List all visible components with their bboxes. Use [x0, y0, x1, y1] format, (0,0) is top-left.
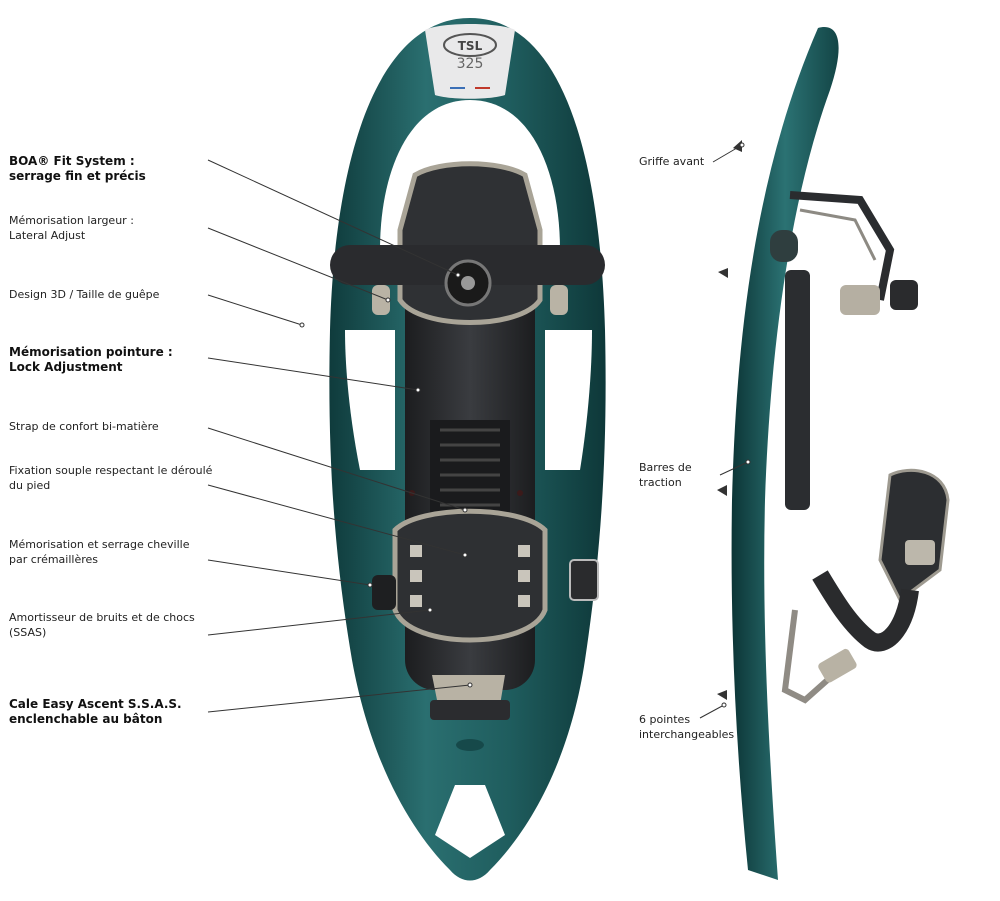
tsl-logo-text: TSL: [458, 39, 483, 53]
callout-amortisseur: Amortisseur de bruits et de chocs (SSAS): [9, 610, 195, 640]
callout-boa-line: BOA® Fit System :: [9, 154, 135, 168]
callout-cale-line: enclenchable au bâton: [9, 712, 163, 726]
callout-lock: Mémorisation pointure :Lock Adjustment: [9, 345, 173, 375]
leader-cale: [207, 684, 471, 713]
callout-barres-line: Barres de: [639, 461, 692, 474]
callout-design3d-line: Design 3D / Taille de guêpe: [9, 288, 160, 301]
callout-barres-line: traction: [639, 476, 682, 489]
heel-binding: [392, 508, 548, 643]
frame-hole-tail: [435, 785, 505, 858]
callout-fixation-line: Fixation souple respectant le déroulé: [9, 464, 213, 477]
side-rail: [785, 270, 810, 510]
callout-boa-line: serrage fin et précis: [9, 169, 146, 183]
model-number: 325: [457, 56, 484, 72]
frame-hole-left: [345, 330, 395, 470]
leader-cheville: [207, 559, 371, 586]
top-view-snowshoe: TSL 325: [329, 18, 606, 881]
callout-fixation-line: du pied: [9, 479, 51, 492]
tail-logo: [456, 739, 484, 751]
callout-cale: Cale Easy Ascent S.S.A.S.enclenchable au…: [9, 697, 182, 727]
callout-lateral-line: Lateral Adjust: [9, 229, 86, 242]
side-frame: [731, 27, 839, 880]
leader-fixation: [207, 484, 466, 556]
leader-griffe: [712, 144, 743, 163]
callout-strap: Strap de confort bi-matière: [9, 419, 159, 434]
leader-pointes-dot: [721, 702, 727, 708]
side-heel-binding: [878, 468, 950, 603]
leader-amortisseur: [207, 609, 431, 636]
frame-hole-right: [545, 330, 592, 470]
callout-boa: BOA® Fit System :serrage fin et précis: [9, 154, 146, 184]
callout-lock-line: Lock Adjustment: [9, 360, 123, 374]
callout-griffe: Griffe avant: [639, 154, 704, 169]
leader-lateral: [207, 227, 389, 301]
leader-strap: [207, 427, 466, 511]
callout-amortisseur-line: Amortisseur de bruits et de chocs: [9, 611, 195, 624]
callout-amortisseur-line: (SSAS): [9, 626, 47, 639]
lateral-adjust-tab: [372, 285, 390, 315]
leader-fixation-dot: [462, 552, 468, 558]
callout-cheville: Mémorisation et serrage cheville par crém…: [9, 537, 189, 567]
callout-lock-line: Mémorisation pointure :: [9, 345, 173, 359]
side-heel-strap: [812, 570, 919, 652]
tsl-logo-oval: [443, 33, 497, 57]
leader-boa-dot: [455, 272, 461, 278]
callout-pointes: 6 pointes interchangeables: [639, 712, 734, 742]
side-view-snowshoe: [717, 27, 950, 880]
leader-cheville-dot: [367, 582, 373, 588]
side-front-binding: [789, 191, 895, 301]
callout-strap-line: Strap de confort bi-matière: [9, 420, 159, 433]
callout-lateral-line: Mémorisation largeur :: [9, 214, 134, 227]
callout-griffe-line: Griffe avant: [639, 155, 705, 168]
callout-cheville-line: Mémorisation et serrage cheville: [9, 538, 190, 551]
leader-strap-dot: [462, 507, 468, 513]
leader-lateral-dot: [385, 297, 391, 303]
leader-design3d-dot: [299, 322, 305, 328]
leader-amortisseur-dot: [427, 607, 433, 613]
leader-lock: [207, 357, 419, 391]
callout-fixation: Fixation souple respectant le déroulé du …: [9, 463, 212, 493]
leader-barres: [719, 461, 749, 476]
callout-cale-line: Cale Easy Ascent S.S.A.S.: [9, 697, 182, 711]
leader-cale-dot: [467, 682, 473, 688]
easy-ascent-riser: [432, 675, 505, 705]
tip-plate: [425, 24, 515, 99]
callout-cheville-line: par crémaillères: [9, 553, 99, 566]
leader-lines: [207, 142, 751, 719]
leader-pointes: [699, 704, 725, 719]
callout-pointes-line: 6 pointes: [639, 713, 691, 726]
ankle-buckle: [569, 559, 599, 601]
crampon-rail: [430, 420, 510, 520]
leader-barres-dot: [745, 459, 751, 465]
ankle-strap-end: [372, 575, 396, 610]
callout-barres: Barres de traction: [639, 460, 692, 490]
callout-pointes-line: interchangeables: [639, 728, 735, 741]
side-boa-dial: [890, 280, 918, 310]
leader-design3d: [207, 294, 303, 326]
heel-slots: [410, 545, 530, 607]
callout-design3d: Design 3D / Taille de guêpe: [9, 287, 159, 302]
callout-lateral: Mémorisation largeur : Lateral Adjust: [9, 213, 134, 243]
leader-boa: [207, 159, 459, 276]
leader-lock-dot: [415, 387, 421, 393]
leader-griffe-dot: [739, 142, 745, 148]
